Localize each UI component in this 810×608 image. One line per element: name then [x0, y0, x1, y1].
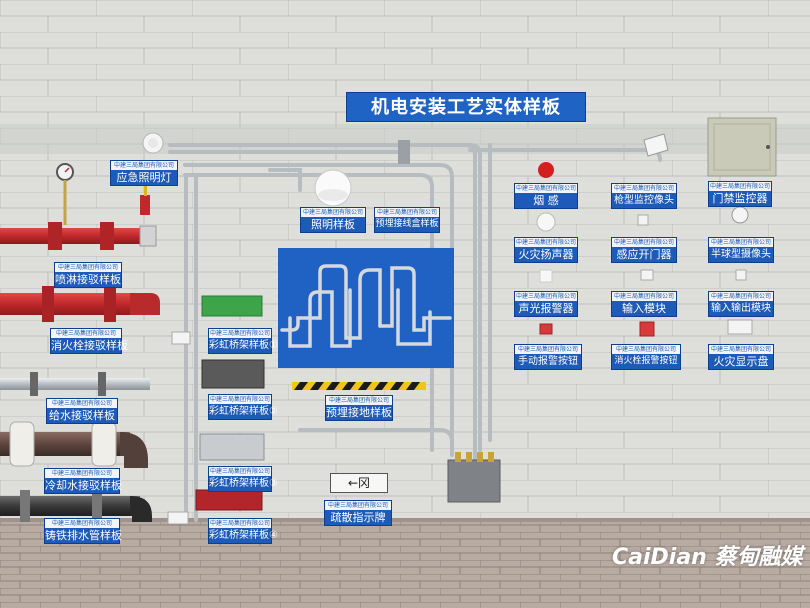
page-title: 机电安装工艺实体样板: [346, 92, 586, 122]
label-emergency-light: 中建三局集团有限公司 应急照明灯: [110, 160, 178, 186]
label-grounding: 中建三局集团有限公司 预埋接地样板: [325, 395, 393, 421]
label-company: 中建三局集团有限公司: [515, 238, 577, 247]
label-tray-3: 中建三局集团有限公司 彩虹桥架样板③: [208, 466, 278, 492]
label-company: 中建三局集团有限公司: [375, 208, 439, 217]
label-company: 中建三局集团有限公司: [709, 182, 771, 191]
label-evacuation: 中建三局集团有限公司 疏散指示牌: [324, 500, 392, 526]
label-name: 彩虹桥架样板②: [209, 406, 278, 417]
label-name: 预埋接线盒样板: [375, 219, 439, 229]
label-hydrant-button: 中建三局集团有限公司 消火栓报警按钮: [611, 344, 681, 370]
label-name: 输入模块: [622, 302, 666, 315]
label-name: 火灾扬声器: [518, 248, 574, 261]
label-name: 疏散指示牌: [330, 511, 386, 524]
label-name: 冷却水接驳样板: [45, 479, 122, 492]
label-smoke: 中建三局集团有限公司 烟 感: [514, 183, 578, 209]
label-name: 照明样板: [311, 218, 355, 231]
label-tray-4: 中建三局集团有限公司 彩虹桥架样板④: [208, 518, 278, 544]
label-name: 手动报警按钮: [518, 356, 578, 367]
label-access-control: 中建三局集团有限公司 门禁监控器: [708, 181, 772, 207]
label-company: 中建三局集团有限公司: [709, 345, 773, 354]
label-company: 中建三局集团有限公司: [515, 184, 577, 193]
label-sprinkler: 中建三局集团有限公司 喷淋接驳样板: [54, 262, 122, 288]
label-name: 门禁监控器: [712, 192, 768, 205]
label-company: 中建三局集团有限公司: [209, 329, 271, 338]
label-company: 中建三局集团有限公司: [51, 329, 121, 338]
label-name: 消火栓报警按钮: [614, 356, 678, 366]
label-name: 输入输出模块: [711, 303, 771, 314]
label-io-module: 中建三局集团有限公司 输入输出模块: [708, 291, 774, 317]
label-fire-panel: 中建三局集团有限公司 火灾显示盘: [708, 344, 774, 370]
label-company: 中建三局集团有限公司: [709, 292, 773, 301]
label-company: 中建三局集团有限公司: [47, 399, 117, 408]
label-name: 预埋接地样板: [326, 406, 392, 419]
label-company: 中建三局集团有限公司: [612, 184, 676, 193]
label-company: 中建三局集团有限公司: [209, 395, 271, 404]
label-name: 火灾显示盘: [713, 355, 769, 368]
label-company: 中建三局集团有限公司: [45, 519, 119, 528]
label-tray-2: 中建三局集团有限公司 彩虹桥架样板②: [208, 394, 278, 420]
label-name: 彩虹桥架样板③: [209, 478, 278, 489]
label-door-sensor: 中建三局集团有限公司 感应开门器: [611, 237, 677, 263]
label-bullet-camera: 中建三局集团有限公司 枪型监控像头: [611, 183, 677, 209]
label-junction-box: 中建三局集团有限公司 预埋接线盒样板: [374, 207, 440, 233]
label-name: 消火栓接驳样板: [51, 339, 128, 352]
label-company: 中建三局集团有限公司: [612, 345, 680, 354]
label-name: 枪型监控像头: [614, 195, 674, 206]
label-company: 中建三局集团有限公司: [55, 263, 121, 272]
label-name: 半球型摄像头: [711, 249, 771, 260]
label-name: 喷淋接驳样板: [55, 273, 121, 286]
watermark: CaiDian 蔡甸融媒: [612, 545, 803, 570]
label-input-module: 中建三局集团有限公司 输入模块: [611, 291, 677, 317]
exit-sign: ←冈: [330, 473, 388, 493]
label-name: 铸铁排水管样板: [45, 529, 122, 542]
label-company: 中建三局集团有限公司: [301, 208, 365, 217]
label-name: 彩虹桥架样板①: [209, 340, 278, 351]
label-name: 彩虹桥架样板④: [209, 530, 278, 541]
label-company: 中建三局集团有限公司: [515, 292, 577, 301]
label-name: 给水接驳样板: [49, 409, 115, 422]
label-company: 中建三局集团有限公司: [612, 238, 676, 247]
label-tray-1: 中建三局集团有限公司 彩虹桥架样板①: [208, 328, 278, 354]
label-water-supply: 中建三局集团有限公司 给水接驳样板: [46, 398, 118, 424]
label-speaker: 中建三局集团有限公司 火灾扬声器: [514, 237, 578, 263]
label-company: 中建三局集团有限公司: [515, 345, 581, 354]
label-company: 中建三局集团有限公司: [45, 469, 119, 478]
label-company: 中建三局集团有限公司: [325, 501, 391, 510]
label-cooling-water: 中建三局集团有限公司 冷却水接驳样板: [44, 468, 122, 494]
label-dome-camera: 中建三局集团有限公司 半球型摄像头: [708, 237, 774, 263]
label-company: 中建三局集团有限公司: [209, 519, 271, 528]
label-name: 感应开门器: [616, 248, 672, 261]
label-name: 声光报警器: [518, 302, 574, 315]
label-manual-alarm: 中建三局集团有限公司 手动报警按钮: [514, 344, 582, 370]
label-alarm: 中建三局集团有限公司 声光报警器: [514, 291, 578, 317]
label-company: 中建三局集团有限公司: [326, 396, 392, 405]
label-fire-hydrant: 中建三局集团有限公司 消火栓接驳样板: [50, 328, 128, 354]
label-name: 烟 感: [533, 194, 559, 207]
label-company: 中建三局集团有限公司: [709, 238, 773, 247]
label-company: 中建三局集团有限公司: [111, 161, 177, 170]
label-company: 中建三局集团有限公司: [612, 292, 676, 301]
label-lighting-board: 中建三局集团有限公司 照明样板: [300, 207, 366, 233]
label-company: 中建三局集团有限公司: [209, 467, 271, 476]
label-name: 应急照明灯: [116, 171, 172, 184]
label-cast-iron-drain: 中建三局集团有限公司 铸铁排水管样板: [44, 518, 122, 544]
